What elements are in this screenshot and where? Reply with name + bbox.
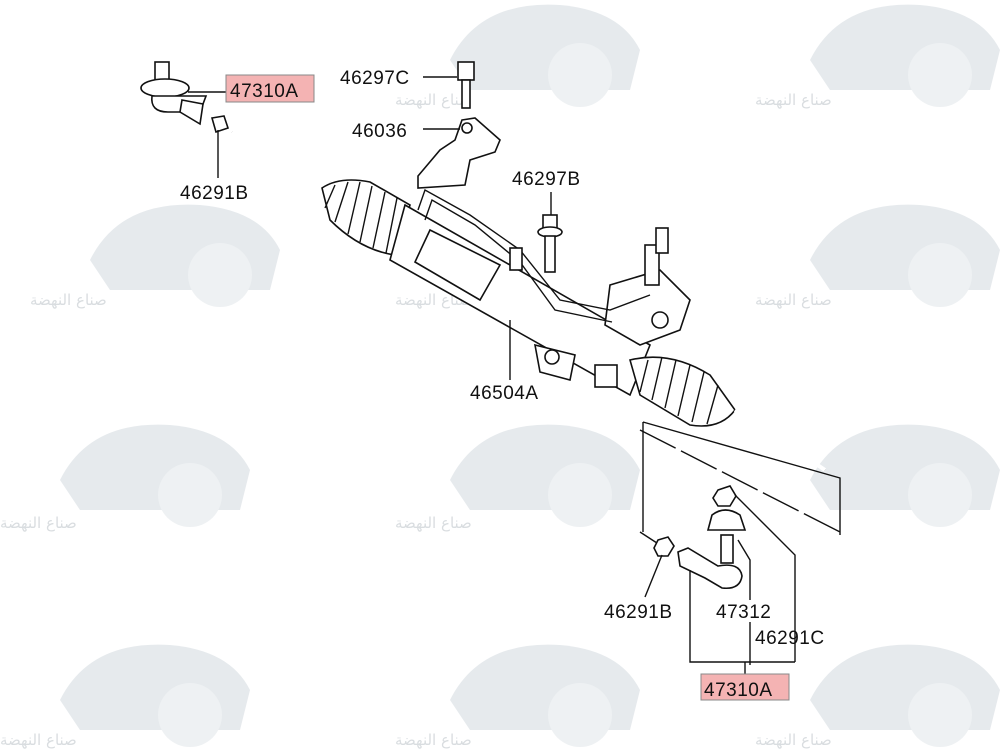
boot-47312 [706,509,747,564]
highlight-box [225,74,315,103]
nut-46291c [712,485,737,507]
part-label-46297b[interactable]: 46297B [512,169,581,190]
tie-rod-end-bottom [677,547,743,590]
part-label-46291b-top[interactable]: 46291B [180,183,249,204]
pinion-valve [604,227,691,346]
part-label-46291b-bottom[interactable]: 46291B [604,602,673,623]
watermark-text: صناع النهضة [395,731,472,749]
highlight-box [700,673,790,701]
part-label-46297c[interactable]: 46297C [340,68,410,89]
part-label-46036[interactable]: 46036 [352,121,407,142]
watermark-text: صناع النهضة [0,731,77,749]
watermark-text: صناع النهضة [755,291,832,309]
part-label-46291c[interactable]: 46291C [755,628,825,649]
boot-right [629,356,736,427]
part-label-47312[interactable]: 47312 [716,602,771,623]
bolt-46297b [537,214,563,273]
watermark-text: صناع النهضة [395,514,472,532]
part-label-46504a[interactable]: 46504A [470,383,539,404]
leader-lines [188,76,796,676]
nut-46291b-bottom [653,536,675,557]
tie-rod-end-top [140,61,230,134]
watermark-text: صناع النهضة [0,514,77,532]
watermark-logos [60,4,1000,747]
part-label-47310a-top[interactable]: 47310A [230,81,299,102]
clamp-bracket-46036 [417,117,501,189]
tie-rod-left [231,130,331,184]
bolt-46297c [457,61,475,109]
watermark-text: صناع النهضة [395,91,472,109]
watermark-text: صناع النهضة [755,91,832,109]
watermark-text: صناع النهضة [30,291,107,309]
part-label-47310a-bottom[interactable]: 47310A [704,680,773,701]
watermark-text: صناع النهضة [755,731,832,749]
